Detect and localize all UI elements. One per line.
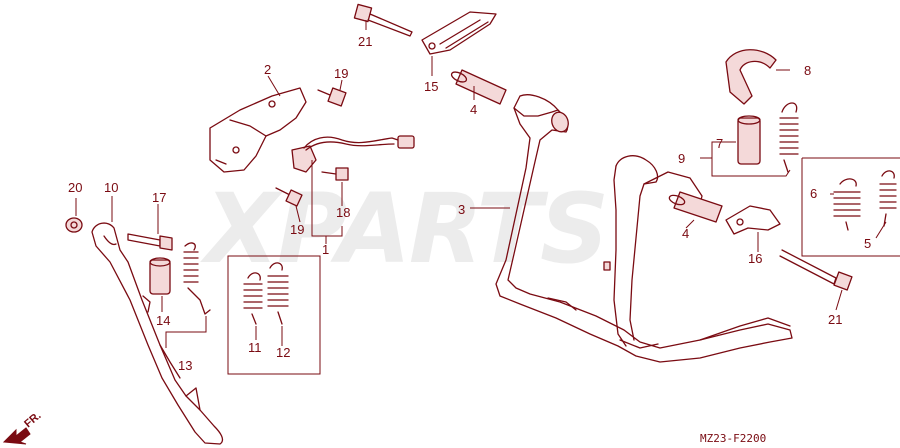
spring-9	[779, 102, 799, 173]
bracket-16	[725, 205, 781, 235]
bolt-19-lower	[275, 187, 303, 207]
side-stand	[91, 222, 224, 445]
callout-19-lower: 19	[290, 222, 304, 237]
callout-17: 17	[152, 190, 166, 205]
callout-6: 6	[810, 186, 817, 201]
spring-6	[833, 178, 861, 231]
drawing-code: MZ23-F2200	[700, 432, 766, 445]
collar-4-upper	[450, 69, 507, 105]
group-box-5-6	[801, 157, 900, 257]
callout-14: 14	[156, 313, 170, 328]
callout-1: 1	[322, 242, 329, 257]
front-direction-label: FR.	[22, 410, 43, 431]
callout-15: 15	[424, 79, 438, 94]
callout-3: 3	[458, 202, 465, 217]
callout-7: 7	[716, 136, 723, 151]
callout-2: 2	[264, 62, 271, 77]
callout-11: 11	[248, 340, 262, 355]
callout-5: 5	[864, 236, 871, 251]
callout-4-upper: 4	[470, 102, 477, 117]
nut-20	[65, 217, 83, 233]
collar-7	[737, 115, 761, 165]
spring-5	[879, 170, 897, 227]
front-direction-arrow: FR.	[2, 410, 44, 445]
callout-9: 9	[678, 151, 685, 166]
bolt-21-right	[779, 249, 853, 291]
bracket-15	[421, 11, 497, 55]
bolt-18	[321, 167, 349, 181]
callout-8: 8	[804, 63, 811, 78]
bolt-19-upper	[317, 87, 347, 107]
callout-21-right: 21	[828, 312, 842, 327]
group-box-1	[227, 255, 321, 375]
callout-21-top: 21	[358, 34, 372, 49]
leader-lines	[75, 20, 887, 348]
pivot-bolt-17	[127, 233, 173, 251]
callout-13: 13	[178, 358, 192, 373]
spring-13	[183, 242, 211, 315]
callout-19-upper: 19	[334, 66, 348, 81]
collar-14	[149, 257, 171, 295]
callout-10: 10	[104, 180, 118, 195]
stand-bracket-2	[209, 87, 307, 173]
main-stand-3	[495, 94, 793, 363]
callout-12: 12	[276, 345, 290, 360]
watermark-text: XPARTS	[200, 173, 607, 285]
collar-4-lower	[668, 191, 723, 223]
stopper-8	[725, 49, 777, 105]
bolt-21-top	[353, 3, 413, 37]
spring-11	[243, 272, 263, 325]
spring-12	[267, 262, 289, 325]
callout-16: 16	[748, 251, 762, 266]
callout-20: 20	[68, 180, 82, 195]
callout-18: 18	[336, 205, 350, 220]
callout-4-lower: 4	[682, 226, 689, 241]
side-stand-switch-1	[291, 135, 415, 173]
